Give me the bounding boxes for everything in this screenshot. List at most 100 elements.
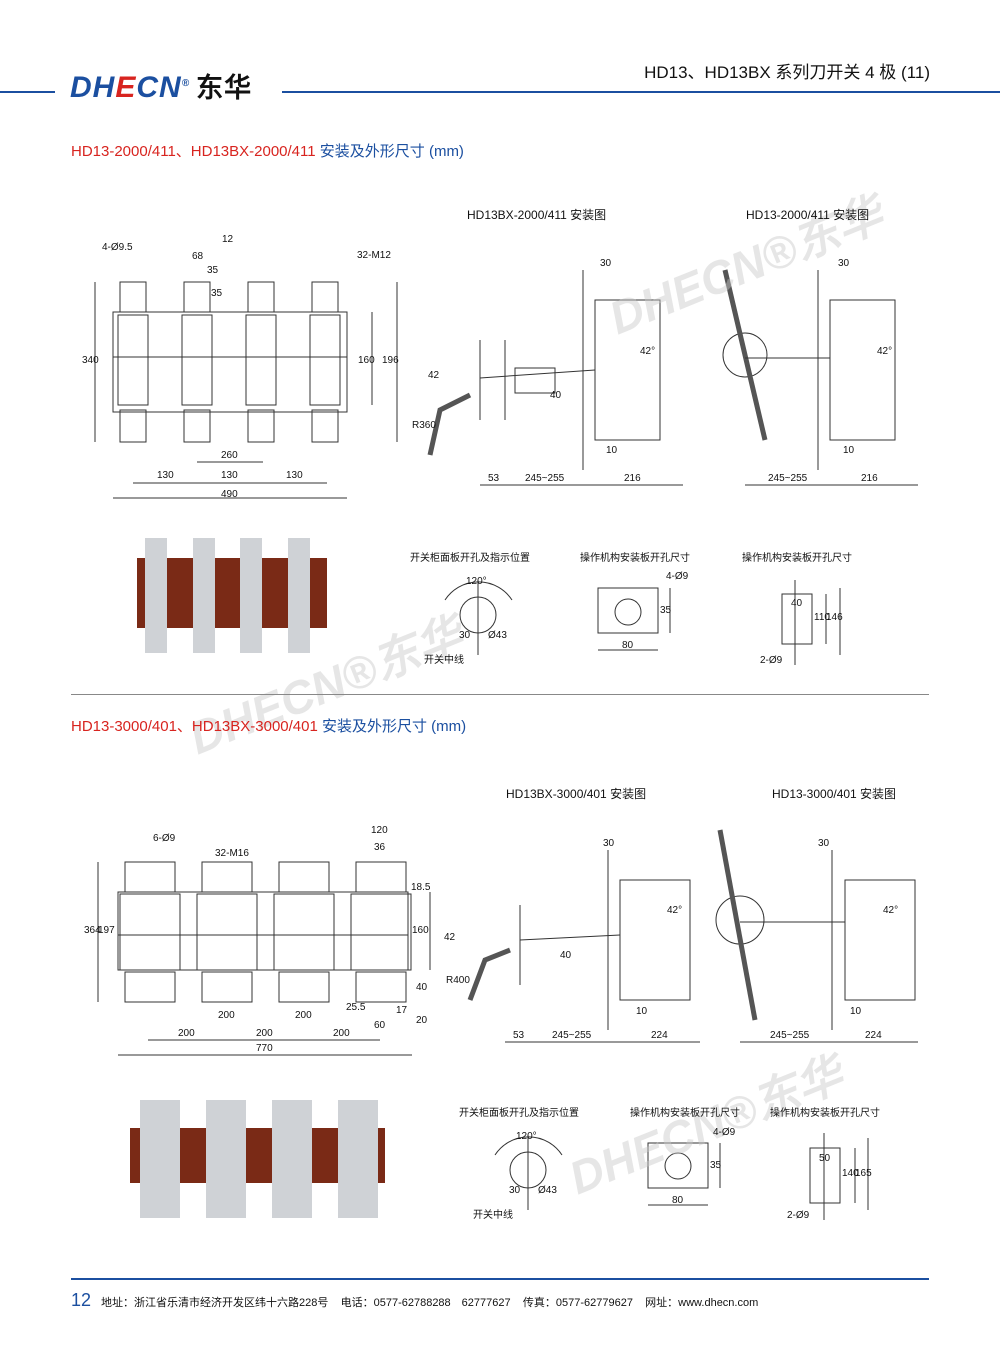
dim-label: 130 [157, 470, 174, 481]
dim-label: 30 [818, 838, 830, 849]
dim-label: 10 [843, 445, 855, 456]
dim-label: 30 [838, 258, 850, 269]
dim-label: 4-Ø9 [666, 571, 689, 582]
dim-label: 10 [606, 445, 618, 456]
dim-label: 80 [622, 640, 634, 651]
dim-label: 60 [374, 1020, 386, 1031]
dim-label: 30 [603, 838, 615, 849]
front-view-2000 [94, 281, 398, 499]
dim-label: 20 [416, 1015, 428, 1026]
dim-label: 4-Ø9.5 [102, 242, 133, 253]
mech-caption2-3000: 操作机构安装板开孔尺寸 [770, 1108, 880, 1119]
dim-label: R400 [446, 975, 470, 986]
dim-label: 30 [600, 258, 612, 269]
dim-label: 770 [256, 1043, 273, 1054]
dim-label: 40 [550, 390, 562, 401]
side-view-bx-3000 [467, 850, 700, 1043]
dim-label: 197 [98, 925, 115, 936]
dim-label: 40 [560, 950, 572, 961]
dim-label: 开关中线 [424, 655, 464, 666]
dim-label: 245~255 [525, 473, 565, 484]
dim-label: 200 [218, 1010, 235, 1021]
dim-label: Ø43 [488, 630, 507, 641]
side-view-hd-3000 [715, 829, 918, 1043]
dim-label: 340 [82, 355, 99, 366]
dim-label: 30 [459, 630, 471, 641]
dim-label: 17 [396, 1005, 408, 1016]
dim-label: 200 [178, 1028, 195, 1039]
product-photo-3000 [130, 1100, 385, 1218]
dim-label: 490 [221, 489, 238, 500]
dim-label: 130 [286, 470, 303, 481]
dim-label: 110 [814, 612, 830, 623]
caption-bx-2000: HD13BX-2000/411 安装图 [467, 208, 607, 222]
dim-label: 40 [791, 598, 803, 609]
dim-label: 42° [883, 905, 899, 916]
mech-caption-3000: 操作机构安装板开孔尺寸 [630, 1108, 740, 1119]
phone: 电话：0577-62788288 62777627 [340, 1297, 511, 1309]
dim-label: 42 [428, 370, 440, 381]
dim-label: 120° [516, 1131, 537, 1142]
dim-label: 18.5 [411, 882, 431, 893]
dim-label: 35 [660, 605, 672, 616]
website-link[interactable]: 网址：www.dhecn.com [645, 1297, 759, 1309]
dim-label: 32-M16 [215, 848, 249, 859]
dim-label: 245~255 [552, 1030, 592, 1041]
page-title: HD13、HD13BX 系列刀开关 4 极 (11) [644, 63, 930, 82]
dim-label: 35 [211, 288, 223, 299]
dim-label: R360 [412, 420, 436, 431]
dim-label: Ø43 [538, 1185, 557, 1196]
dim-label: 245~255 [770, 1030, 810, 1041]
brand-logo: DHECN®东华 [70, 71, 253, 104]
dim-label: 开关中线 [473, 1210, 513, 1221]
dim-label: 146 [826, 612, 843, 623]
page-number: 12 [71, 1290, 92, 1310]
dim-label: 245~255 [768, 473, 808, 484]
dim-label: 35 [207, 265, 219, 276]
footer-rule [71, 1278, 929, 1280]
mech-plate2-2000 [781, 580, 841, 665]
dim-label: 200 [295, 1010, 312, 1021]
dim-label: 50 [819, 1153, 831, 1164]
mech-caption2-2000: 操作机构安装板开孔尺寸 [742, 553, 852, 564]
dim-label: 12 [222, 234, 234, 245]
caption-hd-3000: HD13-3000/401 安装图 [772, 787, 897, 801]
dim-label: 25.5 [346, 1002, 366, 1013]
dim-label: 200 [256, 1028, 273, 1039]
dim-label: 160 [412, 925, 429, 936]
panel-hole-3000 [494, 1135, 563, 1210]
dim-label: 216 [624, 473, 641, 484]
dim-label: 140 [842, 1168, 859, 1179]
dim-label: 120 [371, 825, 388, 836]
dim-label: 42° [640, 346, 656, 357]
header-rule-left [0, 91, 55, 93]
dim-label: 10 [636, 1006, 648, 1017]
dim-label: 10 [850, 1006, 862, 1017]
side-view-hd-2000 [722, 269, 918, 486]
dim-label: 6-Ø9 [153, 833, 176, 844]
dim-label: 80 [672, 1195, 684, 1206]
mech-plate-2000 [597, 587, 671, 651]
section-title-3000: HD13-3000/401、HD13BX-3000/401 安装及外形尺寸 (m… [71, 718, 467, 735]
dim-label: 364 [84, 925, 101, 936]
mech-plate-3000 [647, 1142, 721, 1206]
dim-label: 200 [333, 1028, 350, 1039]
dim-label: 165 [855, 1168, 872, 1179]
front-view-3000 [97, 861, 431, 1056]
dim-label: 35 [710, 1160, 722, 1171]
dim-label: 36 [374, 842, 386, 853]
side-view-bx-2000 [427, 270, 683, 486]
dim-label: 130 [221, 470, 238, 481]
dim-label: 42° [667, 905, 683, 916]
dim-label: 120° [466, 576, 487, 587]
product-photo-2000 [137, 538, 327, 653]
dim-label: 42° [877, 346, 893, 357]
mech-caption-2000: 操作机构安装板开孔尺寸 [580, 553, 690, 564]
section-divider [71, 694, 929, 695]
address: 地址：浙江省乐清市经济开发区纬十六路228号 [101, 1297, 329, 1309]
panel-hole-2000 [444, 580, 513, 655]
dim-label: 30 [509, 1185, 521, 1196]
footer-contact: 地址：浙江省乐清市经济开发区纬十六路228号 电话：0577-62788288 … [101, 1294, 758, 1310]
dim-label: 2-Ø9 [760, 655, 783, 666]
